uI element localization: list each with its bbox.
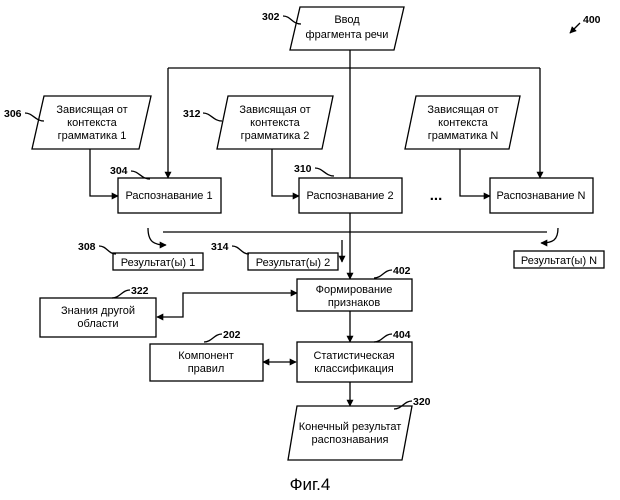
figure-caption: Фиг.4: [290, 475, 331, 494]
grammar-1-line3: грамматика 1: [58, 130, 127, 142]
ref-404-leader: [374, 334, 392, 342]
feature-formation-line2: признаков: [328, 297, 381, 309]
grammar-2-line2: контекста: [250, 117, 301, 129]
final-result-line1: Конечный результат: [299, 421, 402, 433]
ref-302: 302: [262, 11, 280, 23]
recognizer-n-label: Распознавание N: [497, 190, 586, 202]
final-result-line2: распознавания: [312, 434, 389, 446]
ref-402-leader: [374, 270, 392, 278]
grammar-n-line2: контекста: [438, 117, 489, 129]
result-1-label: Результат(ы) 1: [121, 257, 195, 269]
classification-line1: Статистическая: [313, 350, 394, 362]
input-label-line2: фрагмента речи: [306, 29, 389, 41]
ref-314: 314: [211, 241, 229, 253]
ref-400-arrow: [570, 23, 580, 33]
result-2-label: Результат(ы) 2: [256, 257, 330, 269]
ref-400: 400: [583, 14, 601, 26]
rules-component-line2: правил: [188, 363, 225, 375]
feature-formation-line1: Формирование: [316, 284, 393, 296]
ref-306: 306: [4, 108, 22, 120]
recognizer-1-label: Распознавание 1: [125, 190, 212, 202]
ref-310-leader: [315, 168, 334, 176]
ref-320: 320: [413, 396, 431, 408]
recognizer-2-label: Распознавание 2: [306, 190, 393, 202]
ref-404: 404: [393, 329, 411, 341]
classification-box: [297, 342, 412, 382]
grammar-n-line3: грамматика N: [428, 130, 499, 142]
recognizer-1-result-arrow: [148, 228, 166, 245]
ellipsis: ...: [430, 187, 443, 204]
grammar-n-line1: Зависящая от: [427, 104, 498, 116]
classification-line2: классификация: [314, 363, 393, 375]
grammar-2-line3: грамматика 2: [241, 130, 310, 142]
ref-312: 312: [183, 108, 201, 120]
ref-402: 402: [393, 265, 411, 277]
grammar-1-line2: контекста: [67, 117, 118, 129]
rules-component-line1: Компонент: [178, 350, 233, 362]
grammar-2-line1: Зависящая от: [239, 104, 310, 116]
domain-knowledge-link: [157, 293, 297, 317]
domain-knowledge-line1: Знания другой: [61, 305, 135, 317]
domain-knowledge-line2: области: [77, 318, 118, 330]
ref-322-leader: [112, 290, 130, 298]
ref-310: 310: [294, 163, 312, 175]
ref-314-leader: [232, 246, 249, 254]
grammar-1-line1: Зависящая от: [56, 104, 127, 116]
ref-322: 322: [131, 285, 149, 297]
ref-308: 308: [78, 241, 96, 253]
ref-312-leader: [203, 113, 222, 121]
final-result-parallelogram: [288, 406, 412, 460]
ref-202-leader: [204, 334, 222, 342]
ref-202: 202: [223, 329, 241, 341]
result-n-label: Результат(ы) N: [521, 255, 597, 267]
input-label-line1: Ввод: [334, 14, 360, 26]
grammar-n-to-recognizer-line: [460, 149, 490, 196]
recognizer-n-result-arrow: [541, 228, 558, 243]
ref-304: 304: [110, 165, 128, 177]
